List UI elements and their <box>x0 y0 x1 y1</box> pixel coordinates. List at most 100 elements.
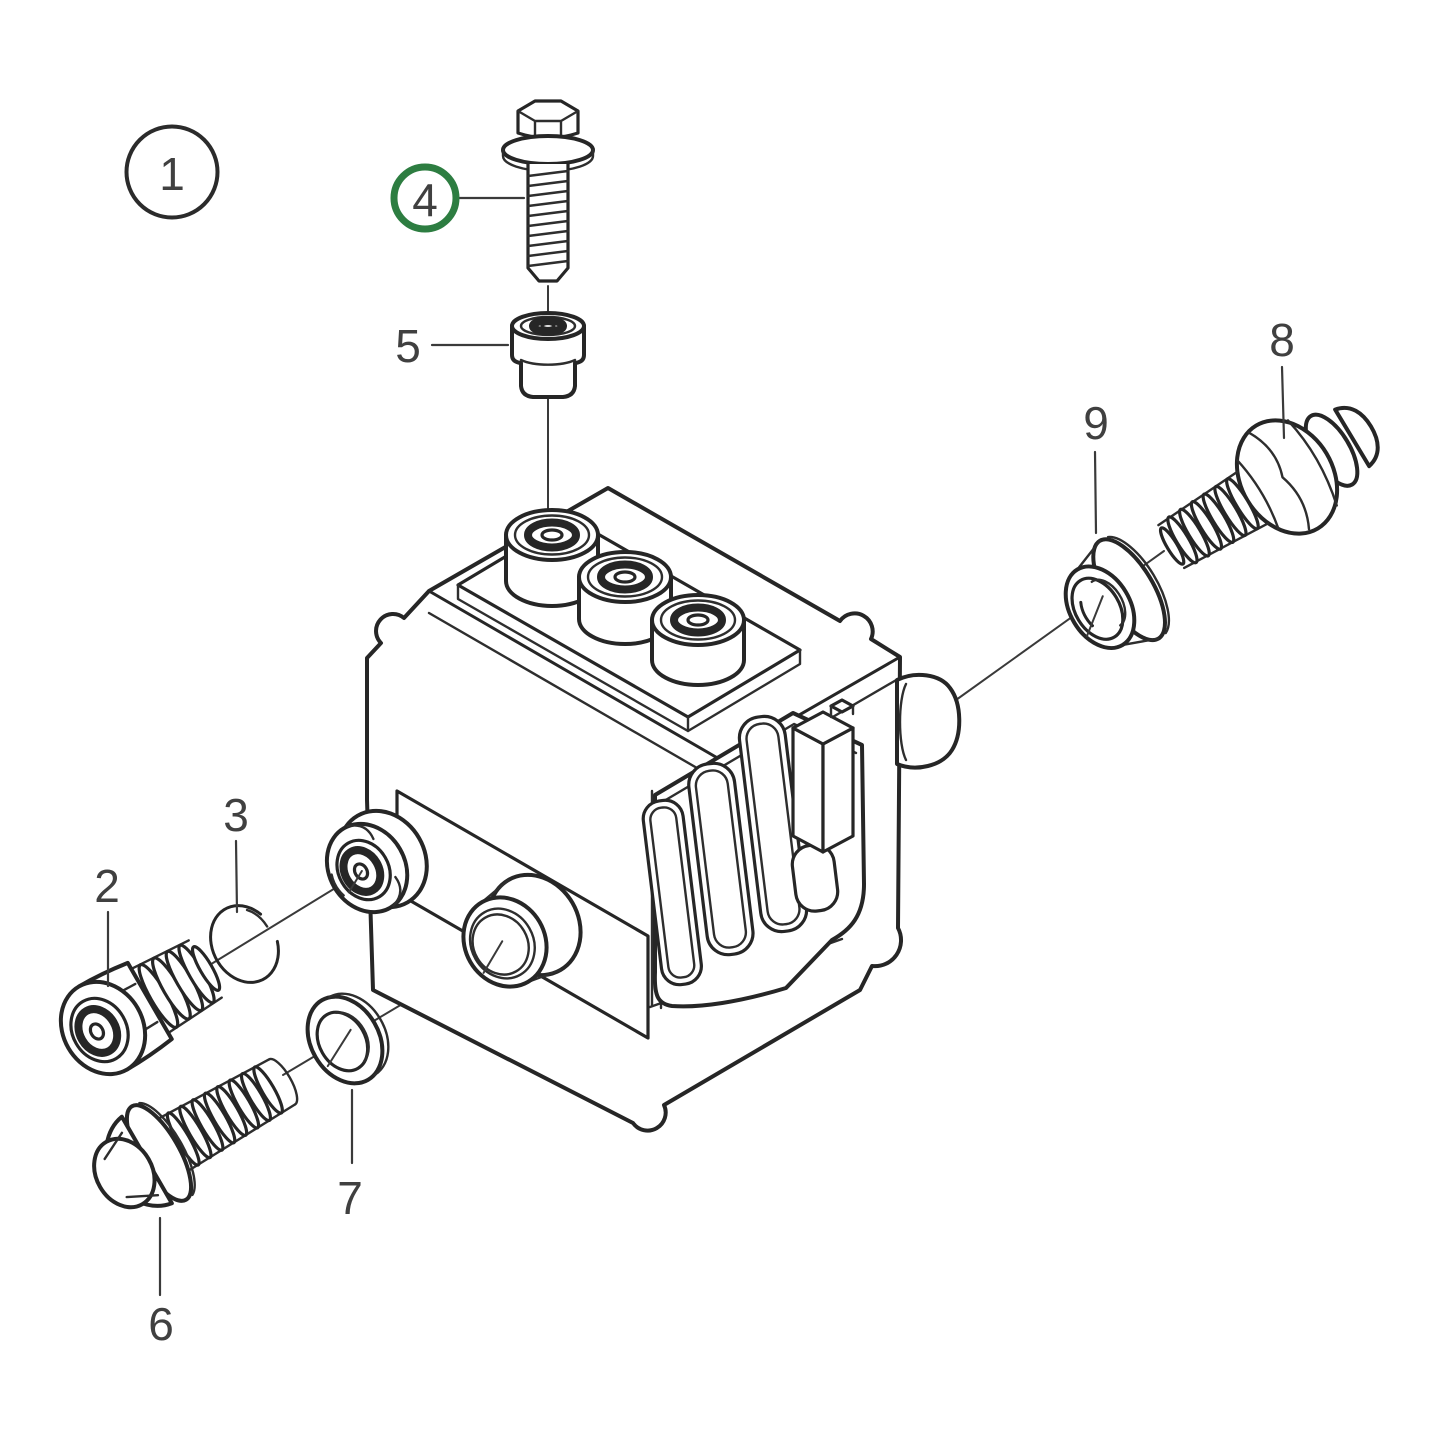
collar-band-left <box>427 611 718 781</box>
callout-5-number: 5 <box>395 320 421 372</box>
side-boss <box>895 672 962 770</box>
callout-5[interactable]: 5 <box>395 320 510 372</box>
bolt6-thread-ridge <box>252 1065 284 1115</box>
port-bore <box>540 528 564 542</box>
bolt8-thread-ridge <box>1177 507 1211 558</box>
grommet9-flange-rim <box>1106 535 1171 635</box>
part-spacer-sleeve-5 <box>510 311 586 399</box>
callout-6-number: 6 <box>148 1298 174 1350</box>
spacer-step-arc <box>519 358 577 366</box>
part-grommet-9 <box>1063 535 1171 650</box>
bolt6-thread-ridge <box>215 1084 249 1138</box>
bolt6-thread-ridge <box>190 1098 225 1152</box>
connector-left-face <box>791 726 825 854</box>
top-port-3 <box>650 593 746 687</box>
callout-1-number: 1 <box>159 148 185 200</box>
valve-finger-1 <box>641 798 703 987</box>
bolt6-flange-rim <box>138 1101 196 1197</box>
bolt8-thread-ridge <box>1189 500 1224 551</box>
screw2-bore <box>74 1005 122 1057</box>
bolt8-nut-facets <box>1236 419 1338 531</box>
port-rim-inner <box>513 514 591 556</box>
callout-4-number: 4 <box>412 174 438 226</box>
leader-line-9 <box>1093 450 1098 535</box>
bolt6-thread-ridge <box>165 1111 201 1167</box>
leader-line-3 <box>234 839 239 914</box>
front-round-port <box>461 872 583 989</box>
pad-wall <box>456 583 802 733</box>
axis-through-grommet9 <box>1085 595 1104 638</box>
connector-block <box>791 698 855 854</box>
callout-1[interactable]: 1 <box>124 124 220 220</box>
finger-inner <box>694 769 748 949</box>
connector-tab-edges <box>829 704 855 719</box>
bolt4-hex-head <box>516 99 580 140</box>
callout-6[interactable]: 6 <box>148 1216 174 1350</box>
spacer-bore <box>540 321 556 331</box>
bolt4-threads <box>526 169 570 268</box>
part-flange-bolt-4 <box>501 99 595 283</box>
bolt8-thread-ridge <box>1225 477 1260 531</box>
finger-outer <box>790 843 840 913</box>
port-bore <box>686 613 710 627</box>
part-bolt-nut-8 <box>1157 405 1380 570</box>
bolt6-shank-sides <box>158 1058 297 1172</box>
top-port-2 <box>577 550 673 646</box>
callout-2[interactable]: 2 <box>94 860 120 988</box>
ring3-end-arc <box>245 908 269 928</box>
bolt6-tip <box>267 1057 299 1106</box>
bolt8-dome-head <box>1333 405 1380 469</box>
callout-7-number: 7 <box>337 1172 363 1224</box>
leader-line-8 <box>1280 365 1286 440</box>
side-cavity <box>641 698 866 1009</box>
valve-finger-4 <box>790 843 840 913</box>
connector-right-face <box>821 726 855 854</box>
bolt6-thread-ridge <box>239 1071 273 1123</box>
ring3-main-arc <box>209 904 280 984</box>
port-rim-inner <box>586 556 664 598</box>
callout-8[interactable]: 8 <box>1269 314 1295 440</box>
callout-8-number: 8 <box>1269 314 1295 366</box>
washer7-rim <box>328 992 390 1077</box>
finger-inner <box>649 806 696 979</box>
finger-inner <box>745 722 801 926</box>
hex-port-facets <box>330 824 402 908</box>
callout-3[interactable]: 3 <box>223 789 249 914</box>
part-flange-bolt-6 <box>92 1057 299 1210</box>
callout-7[interactable]: 7 <box>337 1088 363 1224</box>
callout-3-number: 3 <box>223 789 249 841</box>
screw2-center <box>88 1022 106 1041</box>
axis-through-hex-port <box>347 870 363 894</box>
callout-9[interactable]: 9 <box>1083 397 1109 535</box>
part-washer-7 <box>305 992 390 1086</box>
axis-through-round-port <box>482 940 504 974</box>
bolt6-facets <box>103 1131 160 1199</box>
callout-9-number: 9 <box>1083 397 1109 449</box>
callout-2-number: 2 <box>94 860 120 912</box>
round-port-ring1 <box>468 907 536 980</box>
bolt6-thread-ridge <box>202 1091 237 1145</box>
screw2-tip <box>190 945 222 992</box>
washer7-hole-inner <box>334 1011 370 1063</box>
part-hollow-screw-2 <box>58 939 223 1077</box>
grommet9-hub-sides <box>1076 539 1160 647</box>
grommet9-hole-inner <box>1090 578 1127 627</box>
spacer-body <box>510 324 586 399</box>
callout-4-highlighted[interactable]: 4 <box>390 163 526 233</box>
front-hex-port <box>324 808 429 915</box>
axis-through-washer7 <box>326 1028 352 1068</box>
boss-body <box>895 672 962 770</box>
connector-top-face <box>791 710 855 746</box>
callout-4-highlight-circle <box>390 163 460 233</box>
bolt8-thread-ridge <box>1201 492 1236 545</box>
round-port-ring2 <box>471 913 530 976</box>
part-snap-ring-3 <box>209 904 280 984</box>
bolt8-tip <box>1158 526 1186 566</box>
bolt8-thread-ridge <box>1213 484 1248 538</box>
callouts: 1 2 3 4 5 6 7 8 <box>94 124 1295 1350</box>
round-port-face <box>461 895 549 989</box>
bolt4-flange <box>501 134 595 166</box>
bolt6-dome-face <box>92 1136 157 1210</box>
